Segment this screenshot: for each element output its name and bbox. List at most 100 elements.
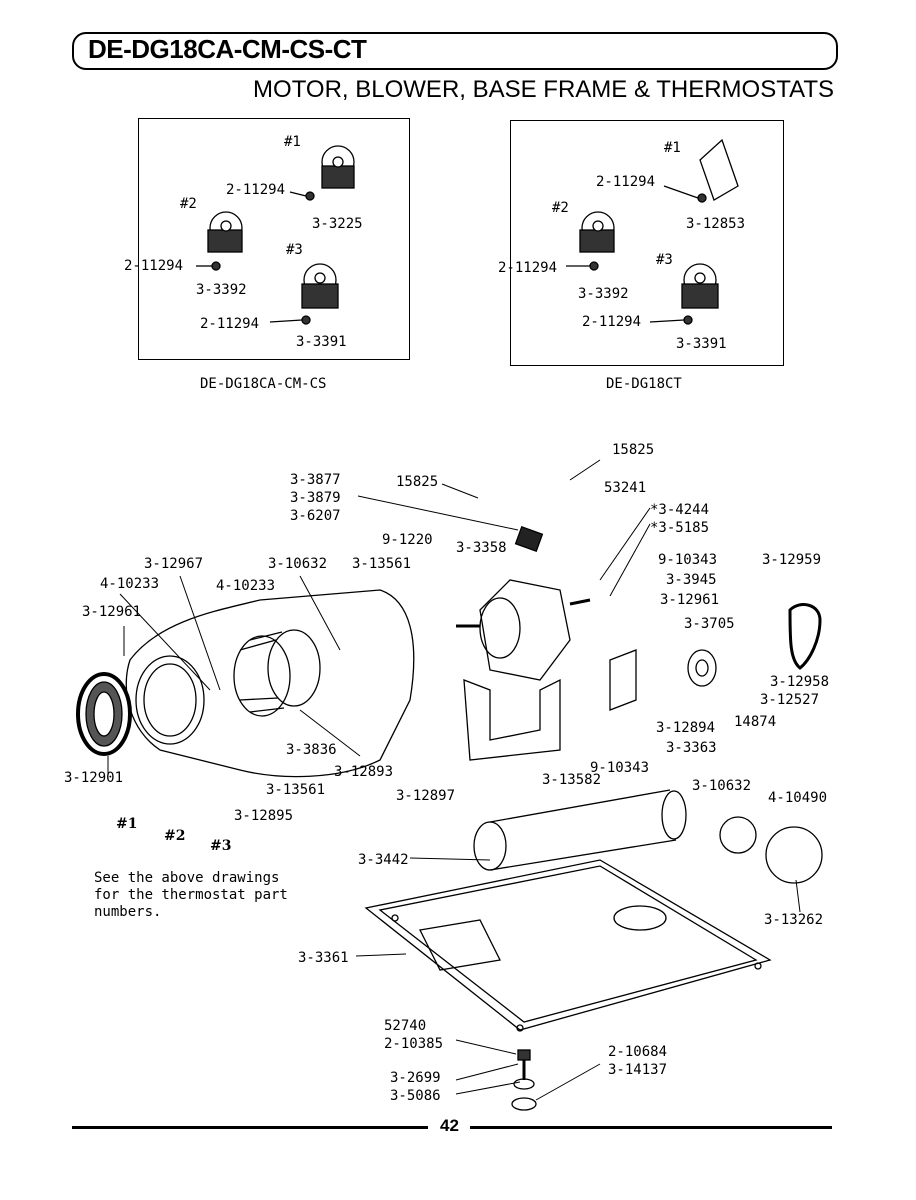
part-label: 3-3836	[286, 742, 337, 758]
part-label: 3-13561	[352, 556, 412, 572]
leveling-leg-icon	[511, 1049, 537, 1111]
part-label: 53241	[604, 480, 647, 496]
part-label: 9-10343	[658, 552, 718, 568]
inset-right-screw-2: 2-11294	[498, 260, 558, 276]
part-label: 3-14137	[608, 1062, 668, 1078]
thermostat-1-right-icon	[699, 138, 739, 201]
thermostat-3-left-icon	[301, 263, 339, 309]
base-frame-icon	[364, 859, 772, 1032]
screw-icons-right	[566, 185, 707, 325]
note-line: See the above drawings	[94, 870, 280, 886]
right-thermostat-inset	[510, 120, 784, 366]
motor-switch-icon	[514, 525, 544, 553]
note-line: numbers.	[94, 904, 162, 920]
thermostat-position-3: #3	[210, 838, 232, 854]
blower-housing-icon	[125, 589, 415, 778]
part-label: 3-12961	[660, 592, 720, 608]
model-title-frame	[72, 32, 838, 70]
part-label: 2-10385	[384, 1036, 444, 1052]
part-label: 3-3705	[684, 616, 735, 632]
part-label: 4-10233	[100, 576, 160, 592]
footer-rule-right	[470, 1126, 832, 1129]
section-title: MOTOR, BLOWER, BASE FRAME & THERMOSTATS	[253, 76, 834, 103]
part-label: 14874	[734, 714, 777, 730]
part-label: 3-12527	[760, 692, 820, 708]
part-label: 9-10343	[590, 760, 650, 776]
part-label: 3-12894	[656, 720, 716, 736]
inset-left-tag-2: #2	[180, 196, 197, 212]
inset-right-part-1: 3-12853	[686, 216, 746, 232]
inset-right-part-3: 3-3391	[676, 336, 727, 352]
left-thermostat-inset	[138, 118, 410, 360]
inset-left-part-2: 3-3392	[196, 282, 247, 298]
part-label: 3-3358	[456, 540, 507, 556]
inset-right-part-2: 3-3392	[578, 286, 629, 302]
thermostat-position-2: #2	[164, 828, 186, 844]
part-label: 3-10632	[268, 556, 328, 572]
part-label: 3-10632	[692, 778, 752, 794]
drive-belt-icon	[788, 603, 822, 670]
part-label: 3-3877	[290, 472, 341, 488]
inset-left-tag-3: #3	[286, 242, 303, 258]
blower-wheel-icon	[233, 629, 321, 717]
part-label: 3-3363	[666, 740, 717, 756]
exhaust-duct-icon	[473, 789, 687, 871]
part-label: 3-6207	[290, 508, 341, 524]
inset-left-screw-2: 2-11294	[124, 258, 184, 274]
thermostat-note: See the above drawings for the thermosta…	[94, 870, 288, 921]
inset-left-part-3: 3-3391	[296, 334, 347, 350]
callout-clip-icon	[719, 816, 757, 854]
motor-mount-bracket-icon	[463, 678, 561, 761]
part-label: 2-10684	[608, 1044, 668, 1060]
idler-pulley-icon	[609, 649, 717, 711]
inset-left-screw-3: 2-11294	[200, 316, 260, 332]
inset-left-part-1: 3-3225	[312, 216, 363, 232]
inset-left-tag-1: #1	[284, 134, 301, 150]
part-label: *3-5185	[650, 520, 710, 536]
inset-right-screw-1: 2-11294	[596, 174, 656, 190]
note-line: for the thermostat part	[94, 887, 288, 903]
part-label: 3-12958	[770, 674, 830, 690]
part-label: 15825	[396, 474, 439, 490]
part-label: 3-12959	[762, 552, 822, 568]
inset-right-tag-3: #3	[656, 252, 673, 268]
callout-thermostat-clip-icon	[765, 826, 823, 884]
part-label: 3-13582	[542, 772, 602, 788]
part-label: 3-3361	[298, 950, 349, 966]
inset-right-tag-2: #2	[552, 200, 569, 216]
screw-icons-left	[196, 191, 315, 325]
part-label: 3-3945	[666, 572, 717, 588]
part-label: 3-12967	[144, 556, 204, 572]
part-label: 3-13561	[266, 782, 326, 798]
part-label: 3-3879	[290, 490, 341, 506]
part-label: 15825	[612, 442, 655, 458]
part-label: 52740	[384, 1018, 427, 1034]
footer-rule-left	[72, 1126, 428, 1129]
part-label: 4-10490	[768, 790, 828, 806]
thermostat-position-1: #1	[116, 816, 138, 832]
part-label: 3-12897	[396, 788, 456, 804]
thermostat-2-right-icon	[579, 211, 615, 253]
part-label: 3-3442	[358, 852, 409, 868]
left-inset-caption: DE-DG18CA-CM-CS	[200, 376, 327, 392]
model-title: DE-DG18CA-CM-CS-CT	[88, 34, 367, 64]
inset-right-tag-1: #1	[664, 140, 681, 156]
part-label: 3-2699	[390, 1070, 441, 1086]
part-label: 3-12961	[82, 604, 142, 620]
part-label: 3-12895	[234, 808, 294, 824]
thermostat-3-right-icon	[681, 263, 719, 309]
part-label: 3-12901	[64, 770, 124, 786]
part-label: 3-13262	[764, 912, 824, 928]
part-label: *3-4244	[650, 502, 710, 518]
part-label: 9-1220	[382, 532, 433, 548]
inset-right-screw-3: 2-11294	[582, 314, 642, 330]
page-number: 42	[440, 1116, 459, 1135]
drive-motor-icon	[456, 579, 591, 681]
right-inset-caption: DE-DG18CT	[606, 376, 682, 392]
part-label: 3-12893	[334, 764, 394, 780]
thermostat-1-left-icon	[321, 145, 355, 189]
blower-seal-ring-icon	[76, 672, 132, 756]
part-label: 4-10233	[216, 578, 276, 594]
inset-left-screw-1: 2-11294	[226, 182, 286, 198]
